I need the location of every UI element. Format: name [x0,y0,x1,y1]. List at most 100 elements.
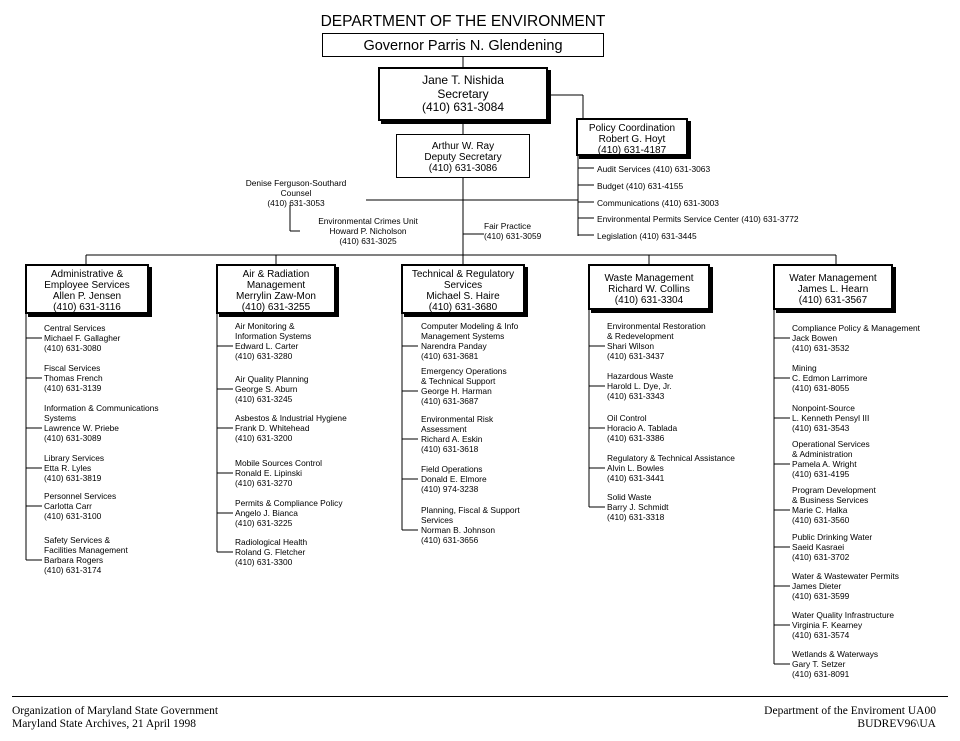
unit-line: (410) 974-3238 [421,484,479,494]
unit-block: Environmental Restoration& Redevelopment… [607,321,706,361]
unit-line: Radiological Health [235,537,308,547]
division-admin-title-2: Employee Services [44,280,130,291]
unit-line: Jack Bowen [792,333,838,343]
unit-line: Thomas French [44,373,103,383]
unit-line: Planning, Fiscal & Support [421,505,520,515]
footer-left: Organization of Maryland State Governmen… [12,705,218,731]
unit-line: Services [421,515,454,525]
unit-line: Wetlands & Waterways [792,649,879,659]
unit-line: Fiscal Services [44,363,101,373]
unit-line: Barry J. Schmidt [607,502,669,512]
unit-line: & Business Services [792,495,869,505]
unit-line: L. Kenneth Pensyl III [792,413,870,423]
unit-line: Facilities Management [44,545,128,555]
unit-line: Information & Communications [44,403,159,413]
unit-line: Air Monitoring & [235,321,295,331]
division-waste-head: Richard W. Collins [608,284,690,295]
unit-line: Angelo J. Bianca [235,508,298,518]
unit-line: Michael F. Gallagher [44,333,121,343]
secretary-name: Jane T. Nishida [422,73,504,87]
unit-line: (410) 631-3386 [607,433,665,443]
policy-coordination-name: Robert G. Hoyt [598,134,666,145]
policy-coordination-phone: (410) 631-4187 [597,145,667,156]
unit-line: Emergency Operations [421,366,507,376]
governor-box: Governor Parris N. Glendening [322,33,604,57]
unit-line: James Dieter [792,581,842,591]
unit-line: (410) 631-3174 [44,565,102,575]
unit-line: Public Drinking Water [792,532,873,542]
unit-line: (410) 631-3245 [235,394,293,404]
unit-line: Operational Services [792,439,870,449]
unit-line: (410) 631-3270 [235,478,293,488]
fair-practice-phone: (410) 631-3059 [484,231,542,241]
unit-line: Alvin L. Bowles [607,463,664,473]
unit-line: Mobile Sources Control [235,458,323,468]
unit-line: Permits & Compliance Policy [235,498,343,508]
division-technical-title-1: Technical & Regulatory [411,269,515,280]
unit-line: Gary T. Setzer [792,659,846,669]
policy-item-legislation: Legislation (410) 631-3445 [597,231,697,241]
unit-line: (410) 631-8055 [792,383,850,393]
deputy-title: Deputy Secretary [424,152,502,163]
policy-coordination-title: Policy Coordination [588,123,676,134]
unit-line: & Redevelopment [607,331,674,341]
deputy-phone: (410) 631-3086 [428,163,498,174]
deputy-name: Arthur W. Ray [431,141,495,152]
secretary-box: Jane T. Nishida Secretary (410) 631-3084 [378,67,548,121]
unit-line: (410) 631-3300 [235,557,293,567]
unit-line: Ronald E. Lipinski [235,468,303,478]
unit-line: Information Systems [235,331,312,341]
policy-coordination-box: Policy Coordination Robert G. Hoyt (410)… [576,118,688,156]
unit-line: (410) 631-3618 [421,444,479,454]
unit-line: Systems [44,413,77,423]
unit-line: (410) 631-3560 [792,515,850,525]
unit-line: Environmental Restoration [607,321,706,331]
unit-line: Personnel Services [44,491,117,501]
unit-line: Computer Modeling & Info [421,321,519,331]
unit-line: (410) 631-3532 [792,343,850,353]
unit-line: Water & Wastewater Permits [792,571,899,581]
division-technical-head: Michael S. Haire [426,291,500,302]
unit-line: (410) 631-3687 [421,396,479,406]
division-waste-box: Waste Management Richard W. Collins (410… [588,264,710,310]
division-water-box: Water Management James L. Hearn (410) 63… [773,264,893,310]
unit-line: Mining [792,363,817,373]
policy-item-communications: Communications (410) 631-3003 [597,198,719,208]
unit-line: Management Systems [421,331,505,341]
division-admin-phone: (410) 631-3116 [53,302,121,313]
division-technical-box: Technical & Regulatory Services Michael … [401,264,525,314]
secretary-title: Secretary [437,86,489,101]
unit-line: Hazardous Waste [607,371,674,381]
unit-line: Program Development [792,485,876,495]
counsel-block: Denise Ferguson-Southard Counsel (410) 6… [226,178,366,208]
unit-line: Library Services [44,453,105,463]
division-air-phone: (410) 631-3255 [241,302,311,313]
department-title: DEPARTMENT OF THE ENVIRONMENT [320,13,606,30]
footer-rule [12,696,948,697]
fair-practice-block: Fair Practice (410) 631-3059 [474,221,541,241]
crimes-unit-name: Howard P. Nicholson [329,226,407,236]
unit-line: (410) 631-3280 [235,351,293,361]
